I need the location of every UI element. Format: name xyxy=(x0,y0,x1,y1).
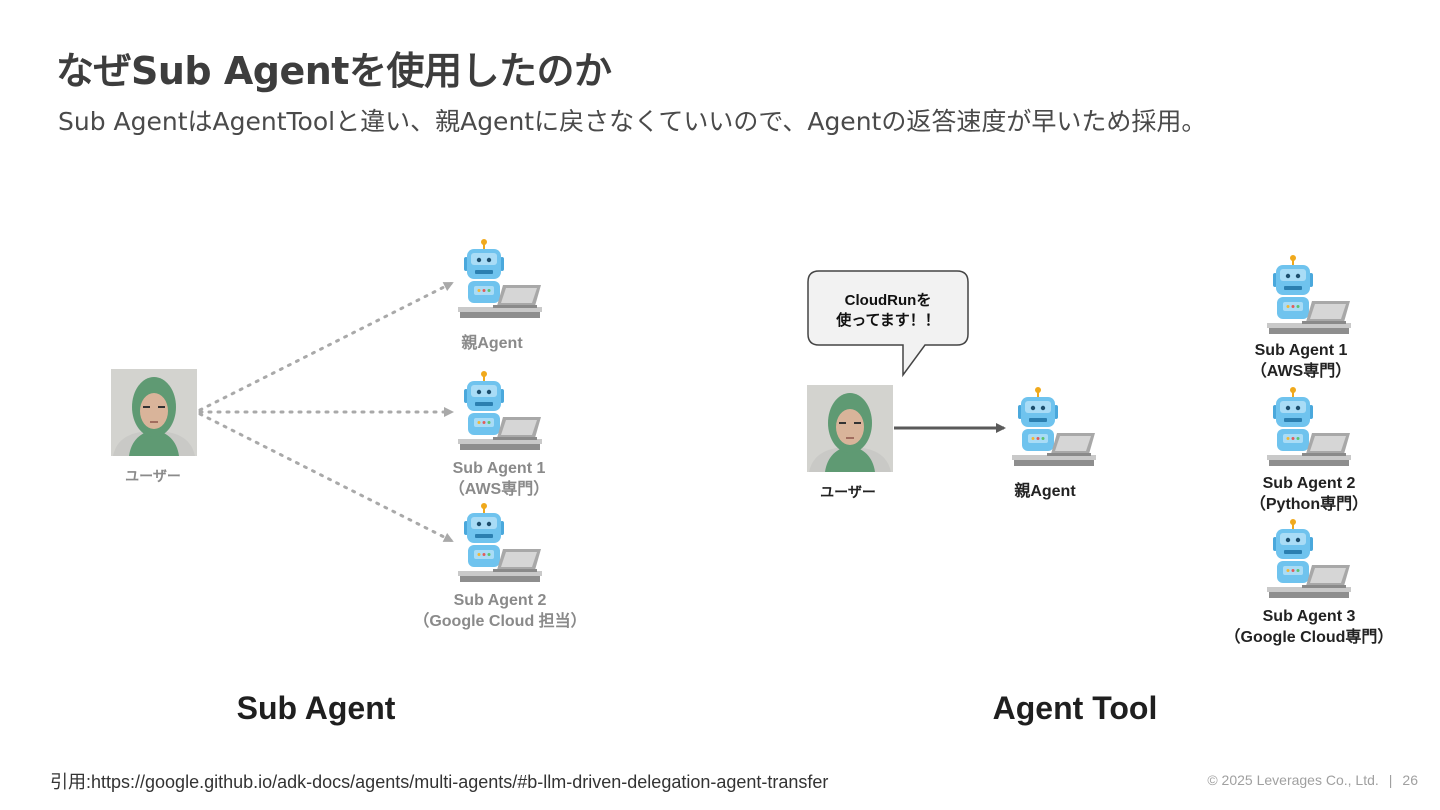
arrow-user-to-sub2 xyxy=(200,414,452,541)
footer: © 2025 Leverages Co., Ltd. | 26 xyxy=(1207,772,1418,788)
left-sub2-label: Sub Agent 2 （Google Cloud 担当） xyxy=(413,590,586,632)
right-parent-label: 親Agent xyxy=(1014,481,1075,502)
right-sub3-label-line2: （Google Cloud専門） xyxy=(1225,627,1394,648)
right-sub2-label-line2: （Python専門） xyxy=(1250,494,1368,515)
right-sub1-label-line1: Sub Agent 1 xyxy=(1251,340,1351,361)
left-sub2-robot-icon xyxy=(455,503,545,585)
left-sub2-label-line2: （Google Cloud 担当） xyxy=(413,611,586,632)
right-parent-robot-icon xyxy=(1009,387,1099,469)
left-parent-robot-icon xyxy=(455,239,545,321)
right-sub3-label-line1: Sub Agent 3 xyxy=(1225,606,1394,627)
slide-title: なぜSub Agentを使用したのか xyxy=(56,40,611,95)
speech-bubble-line2: 使ってます！！ xyxy=(815,311,961,331)
footer-separator: | xyxy=(1389,772,1393,788)
left-sub1-label: Sub Agent 1 （AWS専門） xyxy=(449,458,549,500)
speech-bubble-text: CloudRunを 使ってます！！ xyxy=(815,291,961,331)
left-section-label: Sub Agent xyxy=(237,690,396,727)
citation: 引用:https://google.github.io/adk-docs/age… xyxy=(50,768,828,794)
left-user-photo xyxy=(111,369,197,456)
speech-bubble-line1: CloudRunを xyxy=(815,291,961,311)
right-sub1-label: Sub Agent 1 （AWS専門） xyxy=(1251,340,1351,382)
right-sub2-label-line1: Sub Agent 2 xyxy=(1250,473,1368,494)
arrow-user-to-parent xyxy=(200,283,452,410)
left-sub1-label-line1: Sub Agent 1 xyxy=(449,458,549,479)
left-user-label: ユーザー xyxy=(125,466,181,487)
right-sub1-label-line2: （AWS専門） xyxy=(1251,361,1351,382)
right-user-label: ユーザー xyxy=(820,482,876,503)
right-sub1-robot-icon xyxy=(1264,255,1354,337)
left-parent-label: 親Agent xyxy=(461,333,522,354)
slide-subtitle: Sub AgentはAgentToolと違い、親Agentに戻さなくていいので、… xyxy=(58,102,1206,138)
left-sub1-robot-icon xyxy=(455,371,545,453)
copyright: © 2025 Leverages Co., Ltd. xyxy=(1207,772,1378,788)
left-sub2-label-line1: Sub Agent 2 xyxy=(413,590,586,611)
left-sub1-label-line2: （AWS専門） xyxy=(449,479,549,500)
right-sub2-robot-icon xyxy=(1264,387,1354,469)
right-sub3-robot-icon xyxy=(1264,519,1354,601)
right-sub2-label: Sub Agent 2 （Python専門） xyxy=(1250,473,1368,515)
right-user-photo xyxy=(807,385,893,472)
page-number: 26 xyxy=(1402,772,1418,788)
right-sub3-label: Sub Agent 3 （Google Cloud専門） xyxy=(1225,606,1394,648)
right-section-label: Agent Tool xyxy=(993,690,1158,727)
